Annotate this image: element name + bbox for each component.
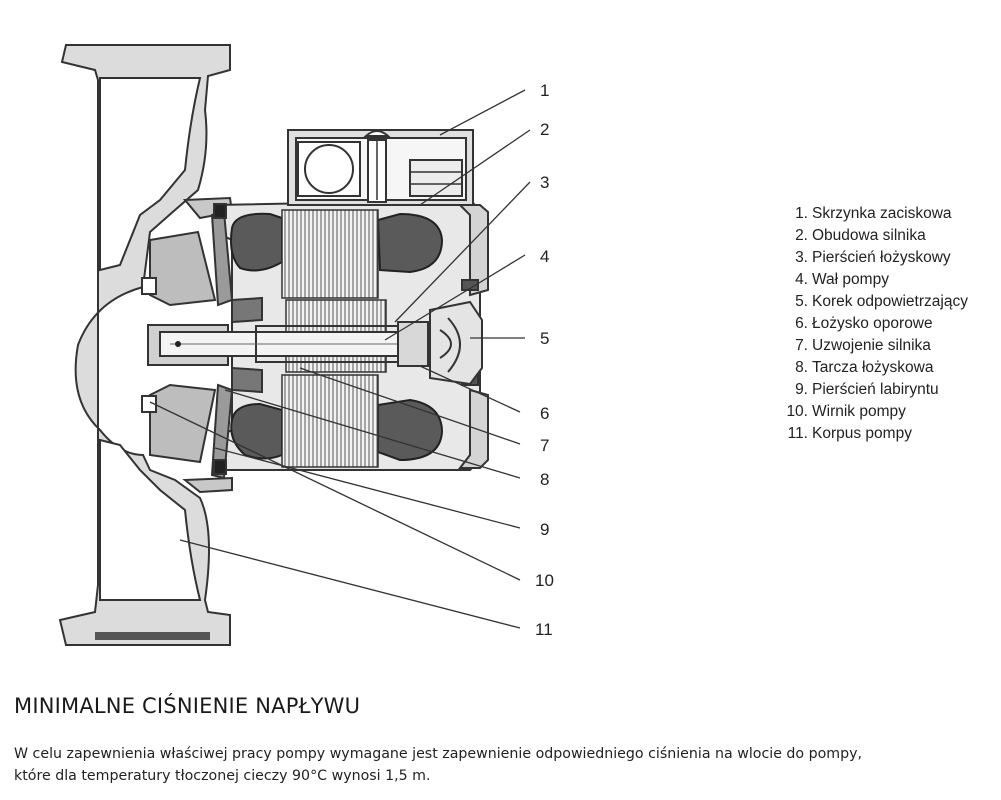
legend-item: 8.Tarcza łożyskowa [795,359,934,376]
leader-line-7 [299,367,521,445]
legend-item: 1.Skrzynka zaciskowa [795,205,952,222]
leader-line-6 [419,365,521,413]
paragraph-line-2: które dla temperatury tłoczonej cieczy 9… [14,768,431,784]
callout-3: 3 [540,173,549,192]
callout-11: 11 [535,620,553,639]
winding-bottom-right [377,398,444,462]
winding-top-left [230,212,283,272]
parts-legend: 1.Skrzynka zaciskowa 2.Obudowa silnika 3… [778,203,968,445]
callout-1: 1 [540,81,549,100]
thrust-bearing [397,321,429,367]
callout-2: 2 [540,120,549,139]
motor-housing-right-flange-lower [457,388,489,469]
legend-item: 2.Obudowa silnika [795,227,926,244]
winding-bottom-left [230,402,283,460]
leader-line-3 [394,181,531,323]
section-heading: MINIMALNE CIŚNIENIE NAPŁYWU [14,694,361,718]
impeller-upper-blade [149,230,217,307]
vent-plug-body [429,300,483,386]
impeller-lower-tab [141,395,157,413]
callout-4: 4 [540,247,549,266]
callout-8: 8 [540,470,549,489]
pump-shaft [159,321,461,367]
leader-line-2 [419,129,531,206]
bearing-seat-upper [231,296,263,324]
impeller-lower-blade [149,383,217,464]
motor-housing-clip-upper [461,279,479,291]
leader-line-11 [179,539,521,629]
pump-cross-section-diagram: 1 2 3 4 5 6 7 8 9 10 11 [58,44,554,646]
pump-body-bottom-flange [95,632,210,640]
terminal-box-capacitor-ring [304,144,354,194]
callout-numbers: 1 2 3 4 5 6 7 8 9 10 11 [535,81,554,639]
motor-housing-right-flange [457,204,489,297]
description-paragraph: W celu zapewnienia właściwej pracy pompy… [14,743,994,787]
pump-body-lower-collar [182,476,233,494]
legend-item: 10.Wirnik pompy [786,403,906,420]
leader-line-10 [149,401,521,581]
leader-line-8 [224,389,521,479]
legend-item: 3.Pierścień łożyskowy [795,249,951,266]
legend-item: 11.Korpus pompy [787,425,912,442]
bearing-plate-lower [210,383,234,480]
paragraph-line-1: W celu zapewnienia właściwej pracy pompy… [14,746,863,762]
labyrinth-ring-upper [213,203,227,219]
legend-item: 9.Pierścień labiryntu [795,381,939,398]
shaft-end-point [175,341,181,347]
leader-line-9 [214,447,521,529]
terminal-box-terminal-block [409,159,463,197]
labyrinth-ring-lower [213,459,227,475]
vent-plug-slot [439,329,452,359]
callout-10: 10 [535,571,554,590]
impeller-upper-tab [141,277,157,295]
callout-9: 9 [540,520,549,539]
leader-line-1 [439,89,526,136]
legend-item: 7.Uzwojenie silnika [795,337,931,354]
callout-5: 5 [540,329,549,348]
vent-plug-lip [447,317,461,373]
terminal-box [287,129,474,206]
pump-body-bore-lower [99,438,202,601]
vent-plug [429,300,483,386]
winding-top-right [376,212,444,274]
leader-line-4 [384,254,526,341]
legend-item: 6.Łożysko oporowe [795,315,933,332]
motor-windings [230,212,444,462]
callout-7: 7 [540,436,549,455]
pump-body [58,44,234,646]
bearing-plate [210,203,263,480]
pump-body-bore [99,77,202,272]
leader-lines [149,89,531,629]
stator-stack-upper [281,209,379,299]
legend-item: 5.Korek odpowietrzający [795,293,968,310]
bearing-seat-lower [231,366,263,394]
terminal-box-screw-head [363,130,391,137]
legend-item: 4.Wał pompy [795,271,889,288]
callout-6: 6 [540,404,549,423]
